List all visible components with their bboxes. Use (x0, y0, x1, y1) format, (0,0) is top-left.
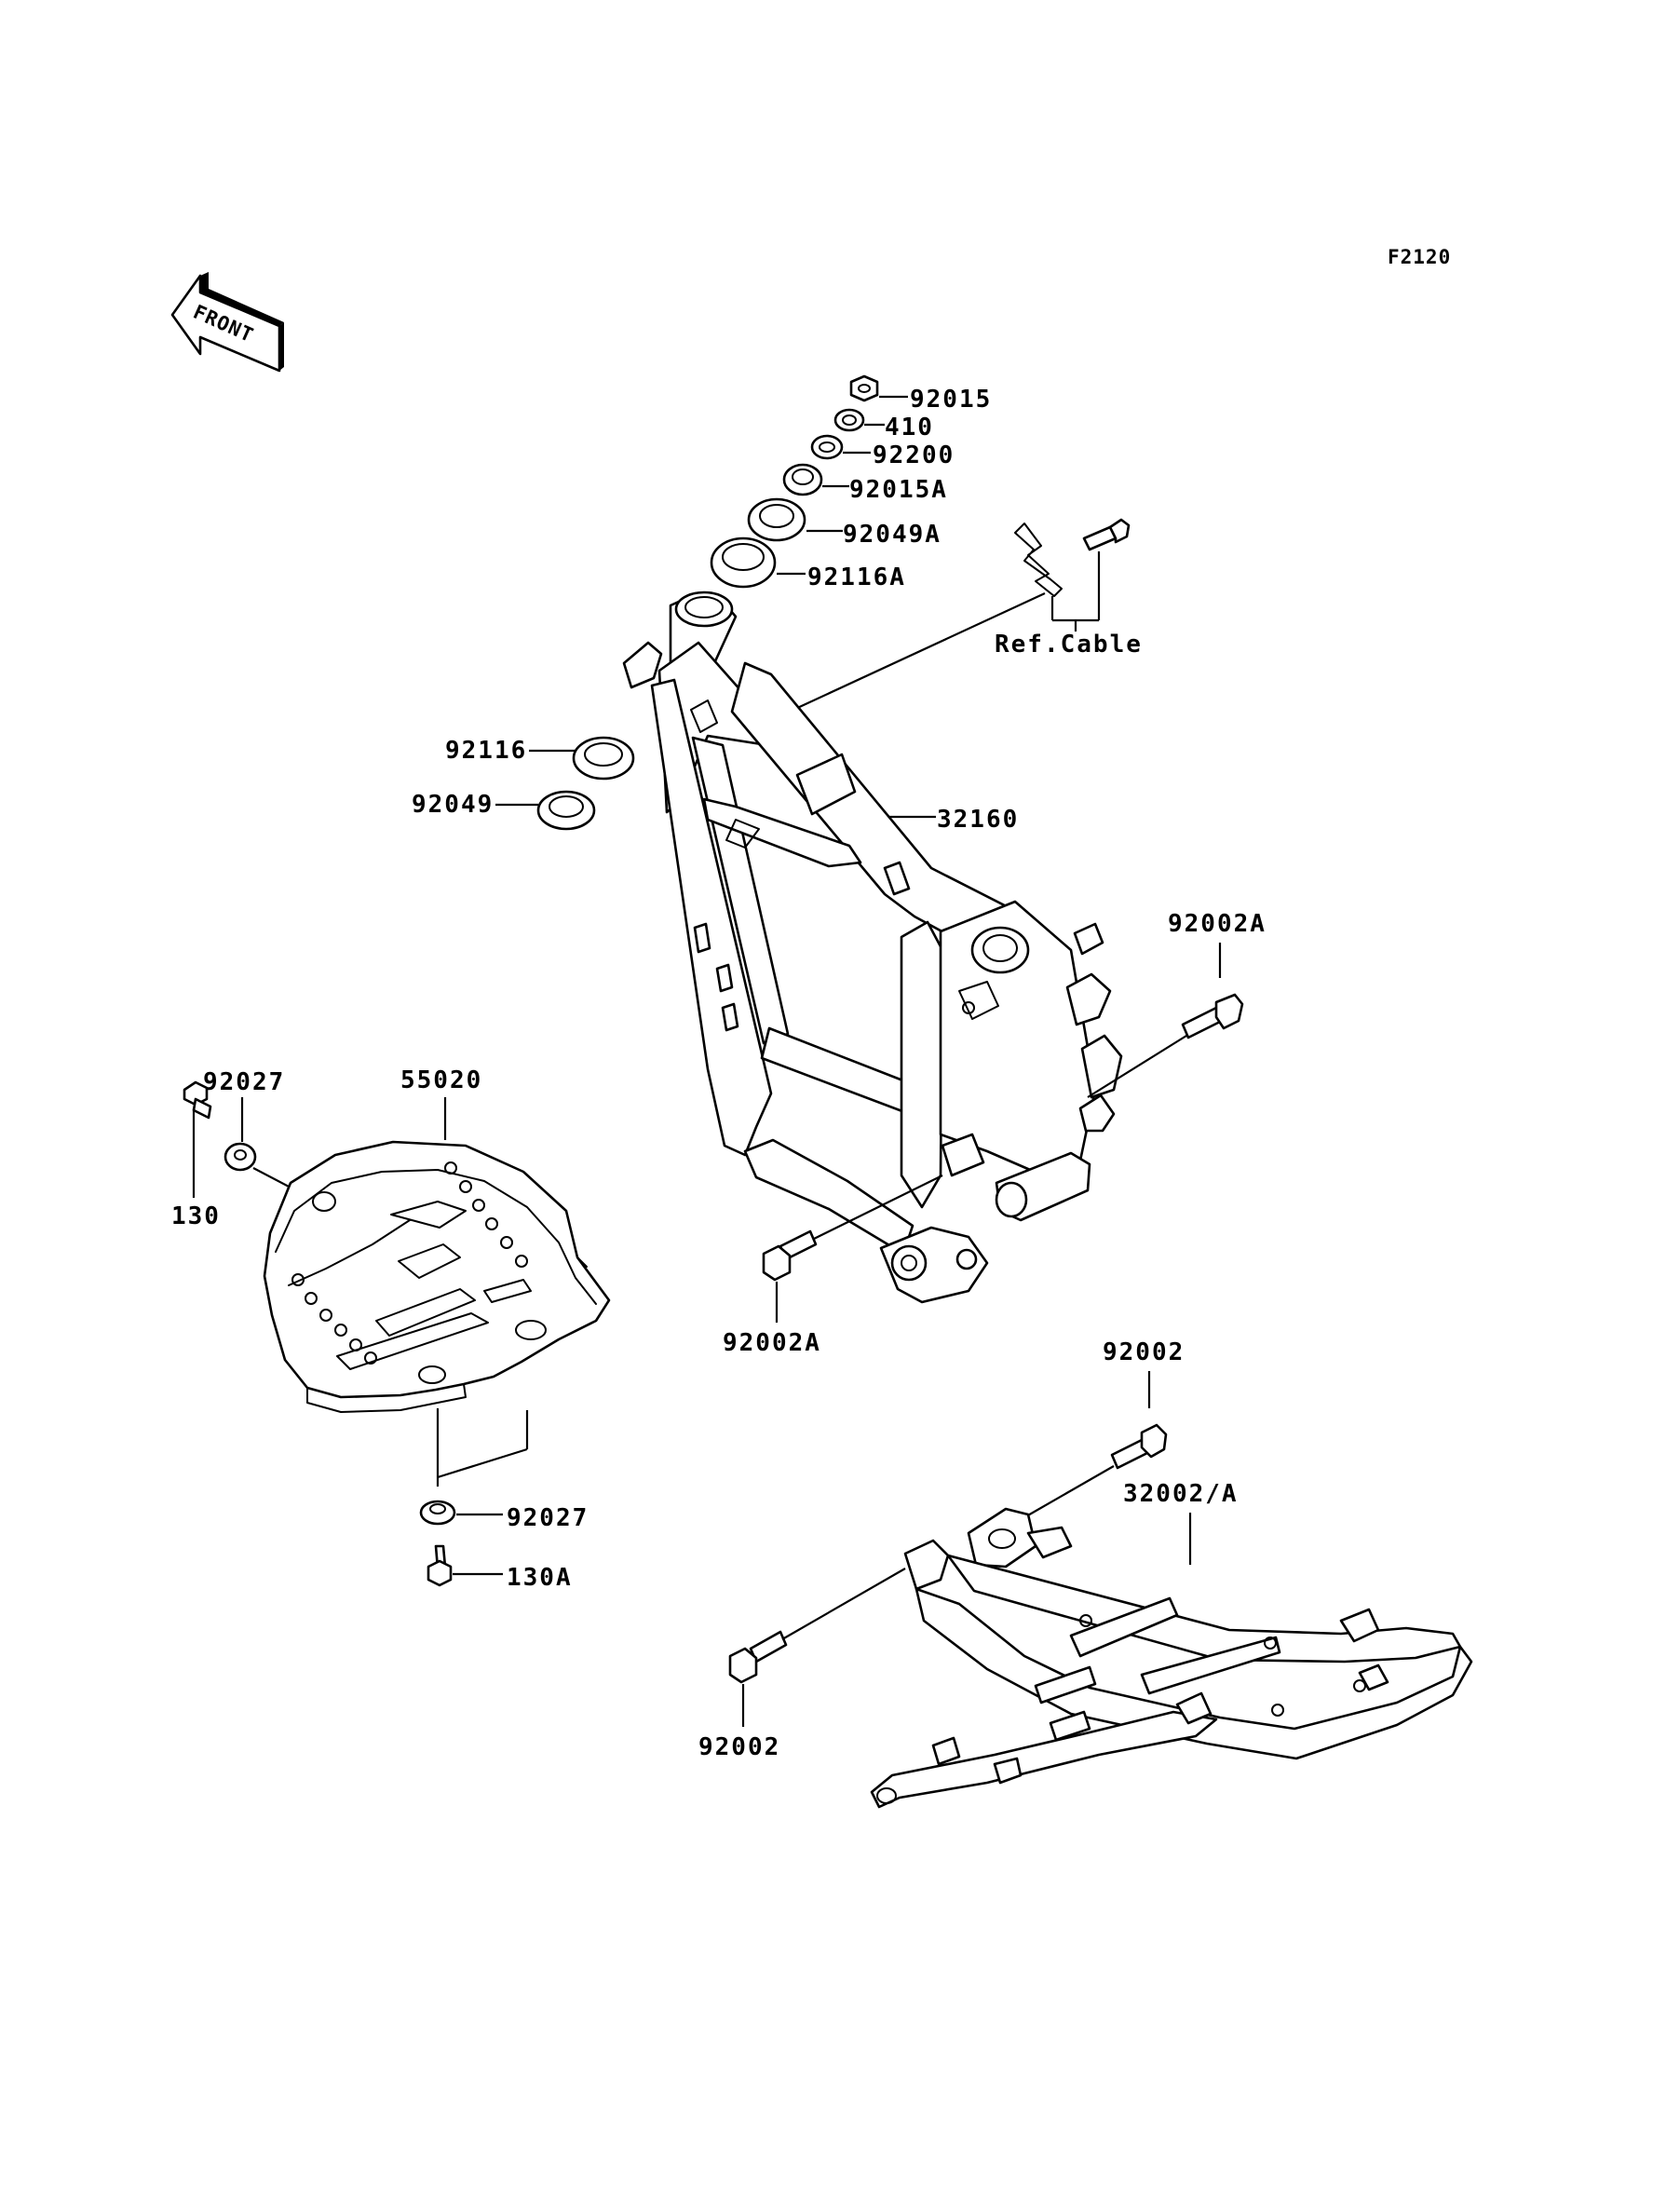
seal-92049A (747, 497, 806, 542)
nut-92015 (849, 374, 879, 402)
seal-92049 (536, 790, 596, 831)
washer-92027-top (224, 1142, 257, 1172)
bolt-92002-bottom (728, 1630, 788, 1684)
label-410: 410 (885, 414, 934, 441)
label-92116: 92116 (445, 737, 527, 765)
label-92002A-bottom: 92002A (723, 1329, 821, 1357)
label-92027-top: 92027 (203, 1068, 285, 1096)
bearing-92116 (572, 736, 635, 781)
label-92200: 92200 (873, 441, 955, 469)
washer-410 (833, 408, 865, 432)
label-92015A: 92015A (849, 476, 948, 504)
label-92027-bottom: 92027 (507, 1504, 589, 1532)
bearing-92116A (710, 536, 777, 589)
washer-92200 (810, 434, 844, 460)
bolt-130A (427, 1544, 453, 1587)
label-32160: 32160 (937, 806, 1019, 834)
cable-clip (1014, 523, 1063, 597)
sub-frame (870, 1507, 1473, 1809)
figure-code: F2120 (1388, 246, 1451, 268)
cable-bolt (1082, 518, 1131, 551)
label-32002A: 32002/A (1123, 1480, 1239, 1508)
bolt-92002A-bottom (762, 1229, 818, 1282)
bolt-130 (183, 1080, 212, 1120)
nut-92015A (782, 463, 823, 496)
label-55020: 55020 (400, 1066, 482, 1094)
bolt-92002A-right (1181, 993, 1244, 1039)
washer-92027-bottom (419, 1500, 456, 1526)
label-92049: 92049 (412, 791, 494, 819)
label-130: 130 (171, 1202, 221, 1230)
label-92002A-right: 92002A (1168, 910, 1267, 938)
label-92015: 92015 (910, 386, 992, 414)
front-arrow-icon: FRONT (170, 272, 284, 373)
label-ref-cable: Ref.Cable (995, 631, 1143, 659)
main-frame (622, 591, 1123, 1304)
label-92116A: 92116A (807, 564, 906, 591)
skid-plate (263, 1140, 611, 1413)
label-92049A: 92049A (843, 521, 942, 549)
label-92002-bottom: 92002 (698, 1733, 780, 1761)
bolt-92002-top (1110, 1423, 1168, 1470)
label-130A: 130A (507, 1564, 573, 1592)
label-92002-top: 92002 (1103, 1338, 1185, 1366)
